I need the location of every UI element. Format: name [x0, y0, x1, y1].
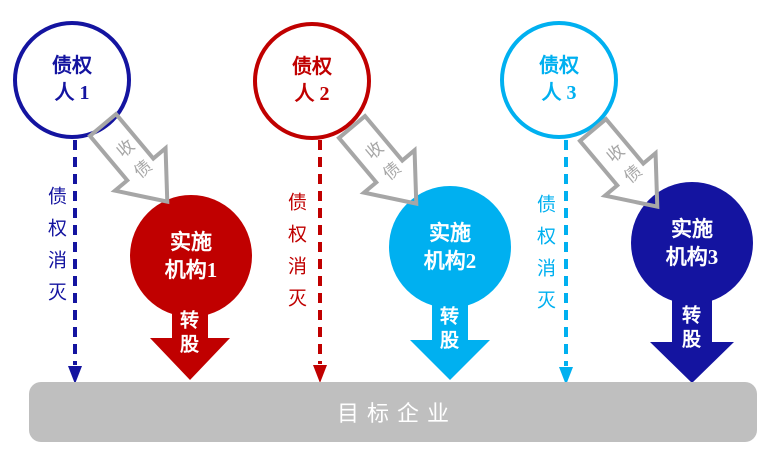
agency-1-label-line1: 实施 — [170, 230, 212, 254]
debt-extinguish-arrow-1 — [68, 140, 82, 384]
creditor-1-label-line1: 债权 — [52, 55, 92, 77]
target-enterprise-label: 目标企业 — [336, 401, 457, 426]
convert-label-3: 转股 — [679, 305, 700, 353]
creditor-2-label-line2: 人 2 — [294, 83, 330, 105]
convert-arrow-2 — [410, 272, 490, 380]
creditor-circle-3: 债权 人 3 — [500, 21, 618, 139]
collect-debt-arrow-1 — [87, 111, 170, 205]
convert-arrow-1 — [150, 280, 230, 380]
convert-label-2: 转股 — [437, 306, 458, 354]
creditor-3-label-line1: 债权 — [539, 55, 579, 77]
agency-circle-2: 实施 机构2 — [389, 186, 511, 308]
debt-extinguish-arrow-3 — [559, 140, 573, 385]
agency-3-label-line2: 机构3 — [665, 245, 719, 269]
convert-label-1: 转股 — [177, 310, 198, 358]
debt-extinguish-arrow-2 — [313, 140, 327, 383]
creditor-circle-1: 债权 人 1 — [13, 21, 131, 139]
agency-3-label-line1: 实施 — [671, 217, 713, 241]
arrowhead — [559, 367, 573, 385]
agency-2-label-line2: 机构2 — [423, 249, 477, 273]
creditor-3-label-line2: 人 3 — [541, 82, 577, 104]
convert-arrow-3 — [650, 268, 734, 383]
arrowhead — [68, 366, 82, 384]
target-enterprise-bar: 目标企业 — [29, 382, 757, 442]
debt-extinguish-label-3: 债权消灭 — [534, 194, 555, 322]
debt-extinguish-label-1: 债权消灭 — [45, 186, 66, 314]
collect-debt-arrow-3 — [577, 116, 660, 210]
agency-circle-3: 实施 机构3 — [631, 182, 753, 304]
agency-1-label-line2: 机构1 — [164, 258, 218, 282]
creditor-circle-2: 债权 人 2 — [253, 22, 371, 140]
collect-debt-arrow-2 — [336, 113, 419, 207]
creditor-1-label-line2: 人 1 — [54, 82, 90, 104]
agency-circle-1: 实施 机构1 — [130, 195, 252, 317]
creditor-2-label-line1: 债权 — [292, 56, 332, 78]
arrowhead — [313, 365, 327, 383]
debt-extinguish-label-2: 债权消灭 — [285, 192, 306, 320]
agency-2-label-line1: 实施 — [429, 221, 471, 245]
